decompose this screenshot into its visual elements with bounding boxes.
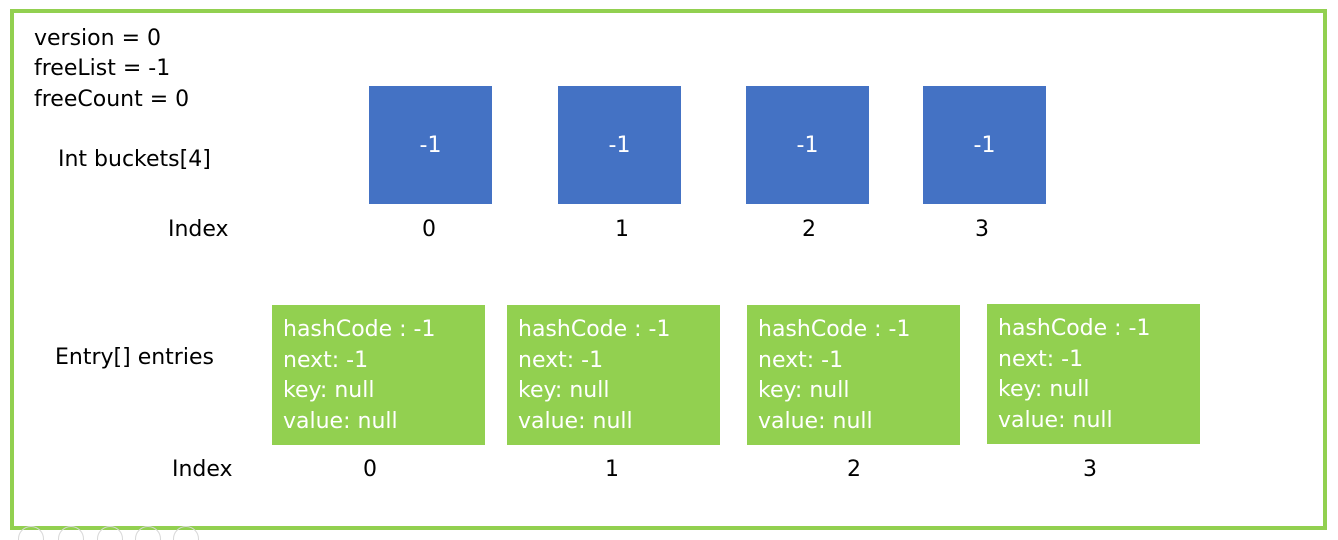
bucket-cell: -1 bbox=[369, 86, 492, 204]
bucket-value: -1 bbox=[796, 132, 819, 158]
entry-value: value: null bbox=[283, 409, 398, 435]
bucket-cell: -1 bbox=[558, 86, 681, 204]
bucket-index: 3 bbox=[975, 217, 989, 242]
entry-cell: hashCode : -1 next: -1 key: null value: … bbox=[747, 305, 960, 445]
entry-next: next: -1 bbox=[518, 347, 604, 373]
entry-cell: hashCode : -1 next: -1 key: null value: … bbox=[272, 305, 485, 445]
entry-hash-code: hashCode : -1 bbox=[998, 316, 1151, 341]
free-list-label: freeList = -1 bbox=[34, 56, 171, 81]
entry-hash-code: hashCode : -1 bbox=[518, 317, 671, 342]
entry-index: 2 bbox=[847, 457, 861, 482]
bucket-cell: -1 bbox=[923, 86, 1046, 204]
buckets-label: Int buckets[4] bbox=[58, 147, 211, 172]
entry-index: 1 bbox=[605, 457, 619, 482]
entry-key: key: null bbox=[283, 378, 375, 404]
entry-key: key: null bbox=[998, 377, 1090, 403]
faded-circle-icon bbox=[97, 526, 123, 540]
entry-hash-code: hashCode : -1 bbox=[283, 317, 436, 342]
entry-cell: hashCode : -1 next: -1 key: null value: … bbox=[507, 305, 720, 445]
bucket-value: -1 bbox=[608, 132, 631, 158]
entries-label: Entry[] entries bbox=[55, 345, 214, 370]
entry-value: value: null bbox=[998, 408, 1113, 434]
faded-circle-icon bbox=[58, 526, 84, 540]
faded-toolbar bbox=[0, 522, 210, 540]
entry-value: value: null bbox=[518, 409, 633, 435]
buckets-index-label: Index bbox=[168, 217, 229, 242]
entries-index-label: Index bbox=[172, 457, 233, 482]
bucket-cell: -1 bbox=[746, 86, 869, 204]
version-label: version = 0 bbox=[34, 26, 161, 51]
faded-circle-icon bbox=[18, 526, 44, 540]
bucket-index: 1 bbox=[615, 217, 629, 242]
entry-cell: hashCode : -1 next: -1 key: null value: … bbox=[987, 304, 1200, 444]
entry-hash-code: hashCode : -1 bbox=[758, 317, 911, 342]
faded-circle-icon bbox=[173, 526, 199, 540]
entry-next: next: -1 bbox=[998, 346, 1084, 372]
bucket-index: 2 bbox=[802, 217, 816, 242]
bucket-index: 0 bbox=[422, 217, 436, 242]
free-count-label: freeCount = 0 bbox=[34, 87, 190, 112]
faded-circle-icon bbox=[135, 526, 161, 540]
bucket-value: -1 bbox=[973, 132, 996, 158]
entry-value: value: null bbox=[758, 409, 873, 435]
entry-next: next: -1 bbox=[283, 347, 369, 373]
entry-index: 0 bbox=[363, 457, 377, 482]
bucket-value: -1 bbox=[419, 132, 442, 158]
entry-key: key: null bbox=[518, 378, 610, 404]
entry-key: key: null bbox=[758, 378, 850, 404]
entry-index: 3 bbox=[1083, 457, 1097, 482]
entry-next: next: -1 bbox=[758, 347, 844, 373]
diagram-frame bbox=[10, 9, 1327, 530]
